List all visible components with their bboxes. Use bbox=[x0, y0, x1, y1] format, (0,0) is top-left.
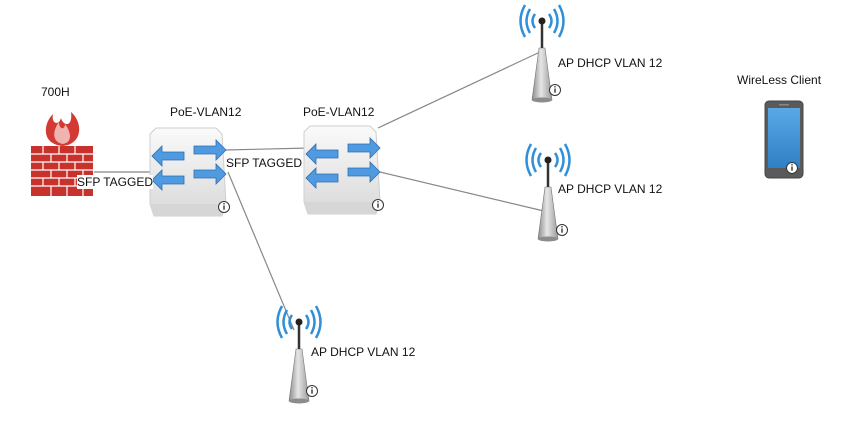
firewall-icon bbox=[31, 112, 93, 196]
wireless-client-node[interactable] bbox=[764, 100, 804, 179]
connections bbox=[94, 51, 549, 331]
switch-icon bbox=[149, 127, 227, 217]
ap-top-label: AP DHCP VLAN 12 bbox=[558, 56, 663, 70]
switch-left-label: PoE-VLAN12 bbox=[170, 105, 242, 119]
ap-top-node[interactable] bbox=[519, 3, 565, 104]
switch-left-node[interactable] bbox=[149, 127, 230, 217]
ap-bottom-label: AP DHCP VLAN 12 bbox=[311, 345, 416, 359]
link-switch-right-ap-mid[interactable] bbox=[379, 171, 549, 213]
link-switch-left-ap-bottom[interactable] bbox=[227, 171, 295, 331]
switch-right-node[interactable] bbox=[303, 125, 384, 215]
info-icon[interactable] bbox=[556, 224, 568, 236]
firewall-label: 700H bbox=[41, 85, 70, 99]
wireless-client-label: WireLess Client bbox=[737, 73, 822, 87]
link-switch-left-switch-right[interactable] bbox=[225, 147, 311, 151]
link-switch-right-ap-top[interactable] bbox=[377, 51, 541, 129]
info-icon[interactable] bbox=[786, 162, 798, 174]
info-icon[interactable] bbox=[372, 199, 384, 211]
switch-right-label: PoE-VLAN12 bbox=[303, 105, 375, 119]
ap-mid-label: AP DHCP VLAN 12 bbox=[558, 182, 663, 196]
edge-label-firewall-switch: SFP TAGGED bbox=[77, 175, 154, 189]
smartphone-icon bbox=[764, 100, 804, 179]
info-icon[interactable] bbox=[306, 385, 318, 397]
firewall-node[interactable] bbox=[31, 112, 93, 196]
info-icon[interactable] bbox=[549, 84, 561, 96]
info-icon[interactable] bbox=[218, 201, 230, 213]
switch-icon bbox=[303, 125, 381, 215]
edge-label-switch-switch: SFP TAGGED bbox=[226, 156, 303, 170]
